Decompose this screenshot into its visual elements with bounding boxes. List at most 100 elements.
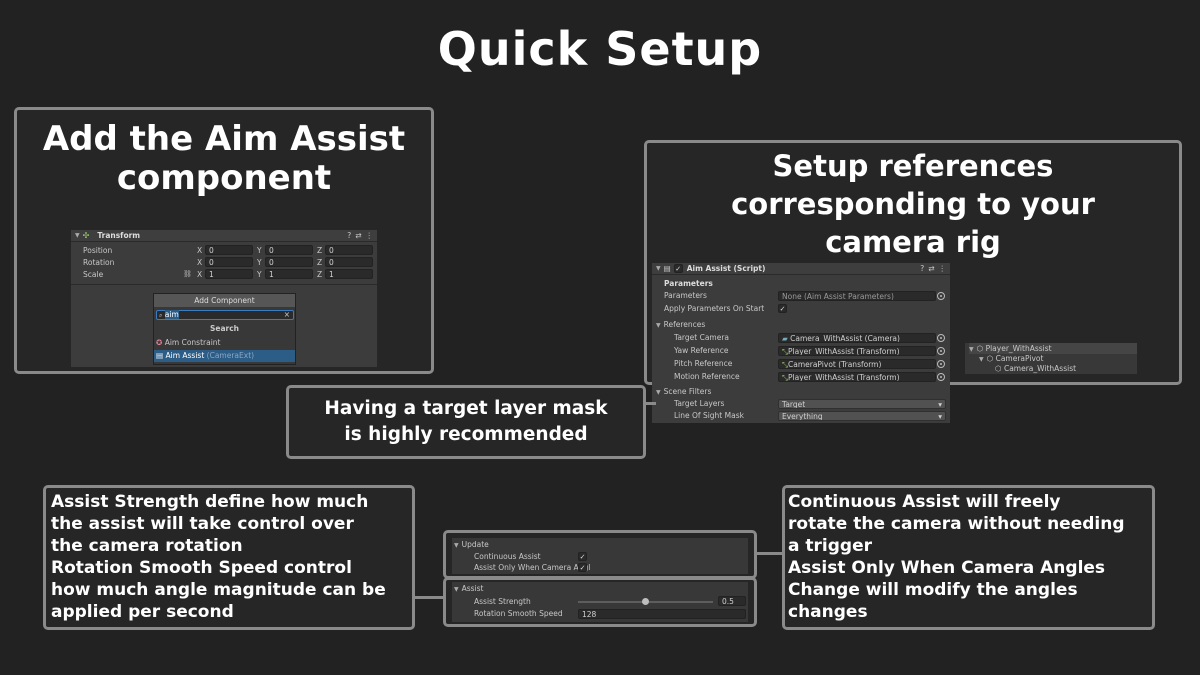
scale-y-axis: Y xyxy=(257,270,262,279)
object-picker-icon[interactable] xyxy=(937,373,945,381)
continuous-assist-checkbox[interactable]: ✓ xyxy=(578,552,587,561)
parameters-field[interactable]: None (Aim Assist Parameters) xyxy=(778,291,936,301)
hierarchy-panel: ▼⬡ Player_WithAssist ▼⬡ CameraPivot ⬡ Ca… xyxy=(965,343,1137,374)
references-section-title[interactable]: ▼References xyxy=(656,320,706,329)
rotation-smooth-field[interactable]: 128 xyxy=(578,609,746,619)
yaw-reference-field[interactable]: ⤡Player_WithAssist (Transform) xyxy=(778,346,936,356)
add-component-panel: Add the Aim Assist component ▼ ✣ Transfo… xyxy=(14,107,434,374)
camera-icon: ▰ xyxy=(782,334,788,343)
script-icon: ▤ xyxy=(663,264,671,273)
page-title: Quick Setup xyxy=(437,22,763,76)
parameters-section-title: Parameters xyxy=(664,279,713,288)
more-icon[interactable]: ⋮ xyxy=(938,264,947,273)
object-picker-icon[interactable] xyxy=(937,360,945,368)
apply-on-start-checkbox[interactable]: ✓ xyxy=(778,304,787,313)
line-of-sight-dropdown[interactable]: Everything▾ xyxy=(778,411,946,421)
script-header-label: Aim Assist (Script) xyxy=(686,264,766,273)
slider-thumb[interactable] xyxy=(642,598,649,605)
result-aim-constraint[interactable]: ✪ Aim Constraint xyxy=(154,337,295,349)
target-camera-field[interactable]: ▰ Camera_WithAssist (Camera) xyxy=(778,333,936,343)
continuous-line: Assist Only When Camera Angles xyxy=(788,558,1106,578)
continuous-line: a trigger xyxy=(788,536,872,556)
transform-icon: ⤡ xyxy=(782,373,788,382)
position-z-field[interactable]: 0 xyxy=(325,245,373,255)
refs-title-line1: Setup references xyxy=(772,149,1054,183)
link-icon[interactable]: ⛓ xyxy=(183,270,192,278)
rotation-label: Rotation xyxy=(83,258,115,267)
assist-inspector: ▼Assist Assist Strength 0.5 Rotation Smo… xyxy=(452,582,748,622)
scale-z-axis: Z xyxy=(317,270,323,279)
position-y-field[interactable]: 0 xyxy=(265,245,313,255)
add-component-popup: Add Component ⌕ aim × Search ✪ Aim Const… xyxy=(153,293,296,365)
position-x-field[interactable]: 0 xyxy=(205,245,253,255)
only-when-angles-label: Assist Only When Camera Angl xyxy=(474,563,591,572)
hierarchy-item-player[interactable]: ▼⬡ Player_WithAssist xyxy=(969,343,1137,354)
target-layers-label: Target Layers xyxy=(674,399,725,408)
continuous-assist-label: Continuous Assist xyxy=(474,552,541,561)
motion-reference-field[interactable]: ⤡Player_WithAssist (Transform) xyxy=(778,372,936,382)
preset-icon[interactable]: ⇄ xyxy=(355,231,362,240)
strength-line: applied per second xyxy=(51,602,234,622)
scale-z-field[interactable]: 1 xyxy=(325,269,373,279)
rotation-z-field[interactable]: 0 xyxy=(325,257,373,267)
object-picker-icon[interactable] xyxy=(937,334,945,342)
assist-strength-slider[interactable] xyxy=(578,597,713,606)
position-label: Position xyxy=(83,246,113,255)
assist-panel: ▼Assist Assist Strength 0.5 Rotation Smo… xyxy=(443,577,757,627)
aim-assist-inspector: ▼ ▤ ✓ Aim Assist (Script) ? ⇄ ⋮ Paramete… xyxy=(652,263,950,423)
scale-x-field[interactable]: 1 xyxy=(205,269,253,279)
help-icon[interactable]: ? xyxy=(920,264,925,273)
rotation-y-field[interactable]: 0 xyxy=(265,257,313,267)
dropdown-arrow-icon: ▾ xyxy=(938,400,942,409)
add-component-button[interactable]: Add Component xyxy=(154,294,295,307)
hierarchy-item-pivot[interactable]: ▼⬡ CameraPivot xyxy=(979,354,1044,363)
pitch-reference-field[interactable]: ⤡CameraPivot (Transform) xyxy=(778,359,936,369)
assist-section-title[interactable]: ▼Assist xyxy=(454,584,484,593)
layer-mask-note-text: Having a target layer mask is highly rec… xyxy=(289,396,643,448)
component-search-input[interactable]: ⌕ aim × xyxy=(156,310,294,320)
update-section-title[interactable]: ▼Update xyxy=(454,540,489,549)
more-icon[interactable]: ⋮ xyxy=(365,231,374,240)
position-z-axis: Z xyxy=(317,246,323,255)
update-inspector: ▼Update Continuous Assist ✓ Assist Only … xyxy=(452,538,748,574)
rotation-x-axis: X xyxy=(197,258,203,267)
search-icon: ⌕ xyxy=(159,312,163,319)
preset-icon[interactable]: ⇄ xyxy=(928,264,935,273)
clear-icon[interactable]: × xyxy=(283,310,290,319)
scale-label: Scale xyxy=(83,270,104,279)
search-header: Search xyxy=(209,324,240,333)
yaw-reference-label: Yaw Reference xyxy=(674,346,729,355)
strength-line: how much angle magnitude can be xyxy=(51,580,386,600)
scene-filters-section-title[interactable]: ▼Scene Filters xyxy=(656,387,712,396)
divider xyxy=(71,284,377,285)
scale-y-field[interactable]: 1 xyxy=(265,269,313,279)
target-layers-dropdown[interactable]: Target▾ xyxy=(778,399,946,409)
object-picker-icon[interactable] xyxy=(937,347,945,355)
result-2-label: Aim Assist xyxy=(165,351,205,360)
gameobject-icon: ⬡ xyxy=(986,354,994,363)
hierarchy-item-camera[interactable]: ⬡ Camera_WithAssist xyxy=(995,363,1076,374)
motion-reference-value: Player_WithAssist (Transform) xyxy=(788,373,900,382)
only-when-angles-checkbox[interactable]: ✓ xyxy=(578,563,587,572)
result-aim-assist[interactable]: ▤ Aim Assist (CameraExt) xyxy=(154,350,295,362)
add-title-line1: Add the Aim Assist xyxy=(42,119,406,159)
continuous-line: rotate the camera without needing xyxy=(788,514,1125,534)
script-header[interactable]: ▼ ▤ ✓ Aim Assist (Script) ? ⇄ ⋮ xyxy=(652,263,950,275)
rotation-x-field[interactable]: 0 xyxy=(205,257,253,267)
gameobject-icon: ⬡ xyxy=(995,364,1002,373)
continuous-line: changes xyxy=(788,602,868,622)
transform-icon: ⤡ xyxy=(782,347,788,356)
gameobject-icon: ⬡ xyxy=(976,344,984,353)
parameters-label: Parameters xyxy=(664,291,707,300)
position-y-axis: Y xyxy=(257,246,262,255)
scale-x-axis: X xyxy=(197,270,203,279)
connector-strength xyxy=(415,596,443,599)
strength-line: Assist Strength define how much xyxy=(51,492,369,512)
help-icon[interactable]: ? xyxy=(347,231,352,240)
assist-strength-field[interactable]: 0.5 xyxy=(718,596,746,606)
script-enabled-checkbox[interactable]: ✓ xyxy=(673,264,683,273)
yaw-reference-value: Player_WithAssist (Transform) xyxy=(788,347,900,356)
object-picker-icon[interactable] xyxy=(937,292,945,300)
layer-mask-note: Having a target layer mask is highly rec… xyxy=(286,385,646,459)
transform-header[interactable]: ▼ ✣ Transform ? ⇄ ⋮ xyxy=(71,230,377,242)
